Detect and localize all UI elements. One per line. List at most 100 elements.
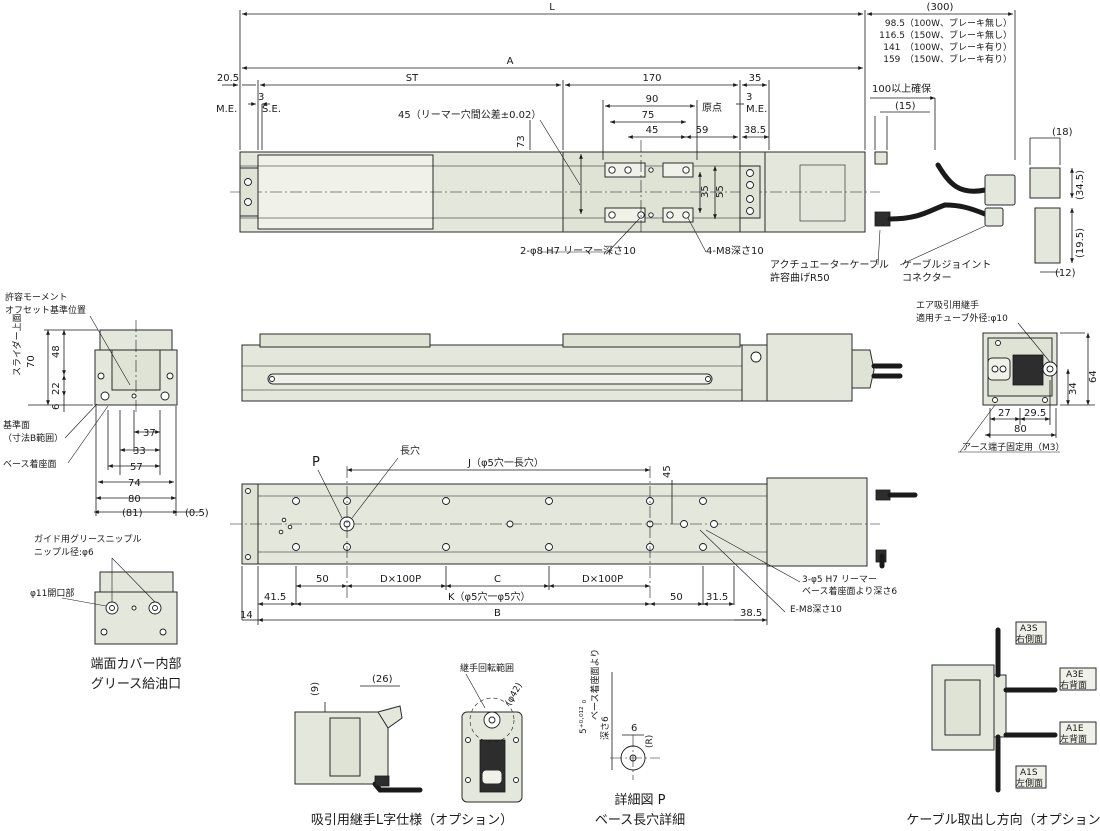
slider-top-label: スライダー上面 bbox=[11, 313, 23, 376]
base-seat-label: ベース着座面 bbox=[3, 458, 57, 470]
motor-note-2: 116.5（150W、ブレーキ無し） bbox=[879, 29, 1012, 41]
a1e-label: A1E bbox=[1066, 724, 1084, 734]
a3e-side: 右背面 bbox=[1060, 679, 1087, 691]
ref-surface-label: 基準面 bbox=[3, 419, 30, 431]
detail-p-title-1: 詳細図 P bbox=[615, 792, 666, 808]
dim-9: (9) bbox=[310, 682, 321, 696]
reamer-pitch-note: 45（リーマー穴間公差±0.02） bbox=[398, 108, 541, 121]
side-body bbox=[241, 344, 743, 402]
offset-ref-label: オフセット基準位置 bbox=[5, 304, 86, 316]
dim-33: 33 bbox=[133, 446, 146, 457]
dim-35-vert: 35 bbox=[700, 185, 711, 198]
dim-48: 48 bbox=[51, 345, 62, 358]
dim-3-left: 3 bbox=[258, 92, 264, 103]
slot-label: 長穴 bbox=[400, 444, 420, 457]
dim-0-5: (0.5) bbox=[185, 508, 209, 519]
dim-64: 64 bbox=[1088, 370, 1099, 383]
earth-label: アース端子固定用（M3） bbox=[962, 441, 1065, 453]
bend-radius-label: 許容曲げR50 bbox=[770, 271, 830, 284]
origin-label: 原点 bbox=[702, 102, 722, 114]
joint-rotation-label: 継手回転範囲 bbox=[460, 662, 514, 674]
dim-80: 80 bbox=[128, 494, 141, 505]
r-label: (R) bbox=[645, 735, 655, 748]
dim-300: (300) bbox=[927, 2, 954, 13]
connector-label: コネクター bbox=[902, 272, 952, 284]
suction-l-title: 吸引用継手L字仕様（オプション） bbox=[311, 813, 513, 828]
right-end-view: エア吸引用継手 適用チューブ外径:φ10 64 34 27 29.5 80 アー… bbox=[916, 299, 1099, 453]
dim-B: B bbox=[494, 608, 501, 619]
left-end-view: 許容モーメント オフセット基準位置 70 スライダー上面 48 22 6 基準面… bbox=[3, 291, 209, 519]
dim-dx100p-b: D×100P bbox=[582, 574, 623, 585]
bottom-view: P 長穴 J（φ5穴一長穴） 45 50 D×100P C D×100P 41.… bbox=[230, 444, 918, 625]
dim-15: (15) bbox=[895, 101, 916, 112]
dim-50a: 50 bbox=[316, 574, 329, 585]
se-label: S.E. bbox=[262, 104, 281, 115]
dim-55-vert: 55 bbox=[715, 185, 726, 198]
suction-l-view: (9) (26) 吸引用継手L字仕様（オプション） bbox=[294, 674, 513, 828]
dim-42: (φ42) bbox=[504, 681, 525, 707]
label-P: P bbox=[312, 455, 320, 470]
dim-L: L bbox=[549, 2, 555, 13]
reamer3b-label: ベース着座面より深さ6 bbox=[802, 585, 897, 597]
depth-6: 深さ6 bbox=[600, 716, 611, 740]
joint-rotation-view: 継手回転範囲 (φ42) bbox=[460, 662, 525, 803]
dim-12: (12) bbox=[1055, 268, 1076, 279]
detail-p-view: 6 (R) 5⁺⁰·⁰¹² ₀ ベース着座面より 深さ6 詳細図 P ベース長穴… bbox=[579, 649, 685, 828]
dim-C: C bbox=[494, 574, 501, 585]
a3s-label: A3S bbox=[1020, 624, 1038, 634]
motor-note-3: 141 （100W、ブレーキ有り） bbox=[883, 41, 1012, 53]
dim-ST: ST bbox=[406, 73, 419, 84]
dim-26: (26) bbox=[372, 674, 393, 685]
end-cover-title-1: 端面カバー内部 bbox=[90, 656, 181, 672]
dim-34-5: (34.5) bbox=[1075, 170, 1086, 200]
grease-nipple-label: ガイド用グリースニップル bbox=[34, 533, 142, 545]
dim-35: 35 bbox=[749, 73, 762, 84]
dim-170: 170 bbox=[642, 73, 661, 84]
dim-45: 45 bbox=[646, 125, 659, 136]
dim-70: 70 bbox=[26, 355, 37, 368]
depth-note: ベース着座面より bbox=[589, 649, 601, 720]
dim-90: 90 bbox=[646, 94, 659, 105]
dim-19-5: (19.5) bbox=[1075, 228, 1086, 258]
me-right: M.E. bbox=[746, 104, 767, 115]
detail-p-title-2: ベース長穴詳細 bbox=[595, 812, 685, 828]
ref-range-label: （寸法B範囲） bbox=[3, 432, 63, 444]
end-cover-view: ガイド用グリースニップル ニップル径:φ6 φ11開口部 端面カバー内部 グリー… bbox=[30, 533, 182, 692]
cable-space-note: 100以上確保 bbox=[872, 82, 931, 95]
dim-29-5: 29.5 bbox=[1024, 408, 1046, 419]
dim-81: (81) bbox=[122, 508, 143, 519]
dim-59: 59 bbox=[696, 125, 709, 136]
dim-57: 57 bbox=[130, 462, 143, 473]
dim-37: 37 bbox=[143, 428, 156, 439]
dim-27: 27 bbox=[998, 408, 1011, 419]
dim-dx100p-a: D×100P bbox=[380, 574, 421, 585]
reamer3-label: 3-φ5 H7 リーマー bbox=[802, 575, 877, 585]
dim-45: 45 bbox=[662, 465, 673, 478]
a3s-side: 右側面 bbox=[1016, 633, 1043, 645]
a1s-side: 左側面 bbox=[1016, 777, 1043, 789]
a1s-label: A1S bbox=[1020, 768, 1038, 778]
tube-od-label: 適用チューブ外径:φ10 bbox=[916, 312, 1008, 324]
dim-73: 73 bbox=[516, 135, 527, 148]
actuator-cable-label: アクチュエーターケーブル bbox=[770, 258, 889, 271]
nipple-dia-label: ニップル径:φ6 bbox=[34, 546, 94, 558]
dim-22: 22 bbox=[51, 382, 62, 395]
dim-20-5: 20.5 bbox=[217, 73, 239, 84]
dim-6: 6 bbox=[631, 723, 637, 734]
dim-18: (18) bbox=[1052, 127, 1073, 138]
reamer-hole-label: 2-φ8 H7 リーマー深さ10 bbox=[520, 245, 636, 257]
dim-38-5: 38.5 bbox=[740, 608, 762, 619]
dim-50b: 50 bbox=[670, 592, 683, 603]
dim-14: 14 bbox=[240, 610, 253, 621]
cable-option-title: ケーブル取出し方向（オプション） bbox=[906, 812, 1100, 828]
dim-31-5: 31.5 bbox=[706, 592, 728, 603]
dim-74: 74 bbox=[128, 478, 141, 489]
a3e-label: A3E bbox=[1066, 670, 1084, 680]
top-view: L (300) 98.5（100W、ブレーキ無し） 116.5（150W、ブレー… bbox=[216, 2, 1086, 284]
depth-label: 5⁺⁰·⁰¹² ₀ bbox=[579, 699, 589, 734]
tap-hole-label: 4-M8深さ10 bbox=[706, 245, 764, 257]
end-cover-title-2: グリース給油口 bbox=[91, 677, 181, 692]
air-joint-label: エア吸引用継手 bbox=[916, 299, 979, 311]
dim-6: 6 bbox=[51, 404, 62, 410]
